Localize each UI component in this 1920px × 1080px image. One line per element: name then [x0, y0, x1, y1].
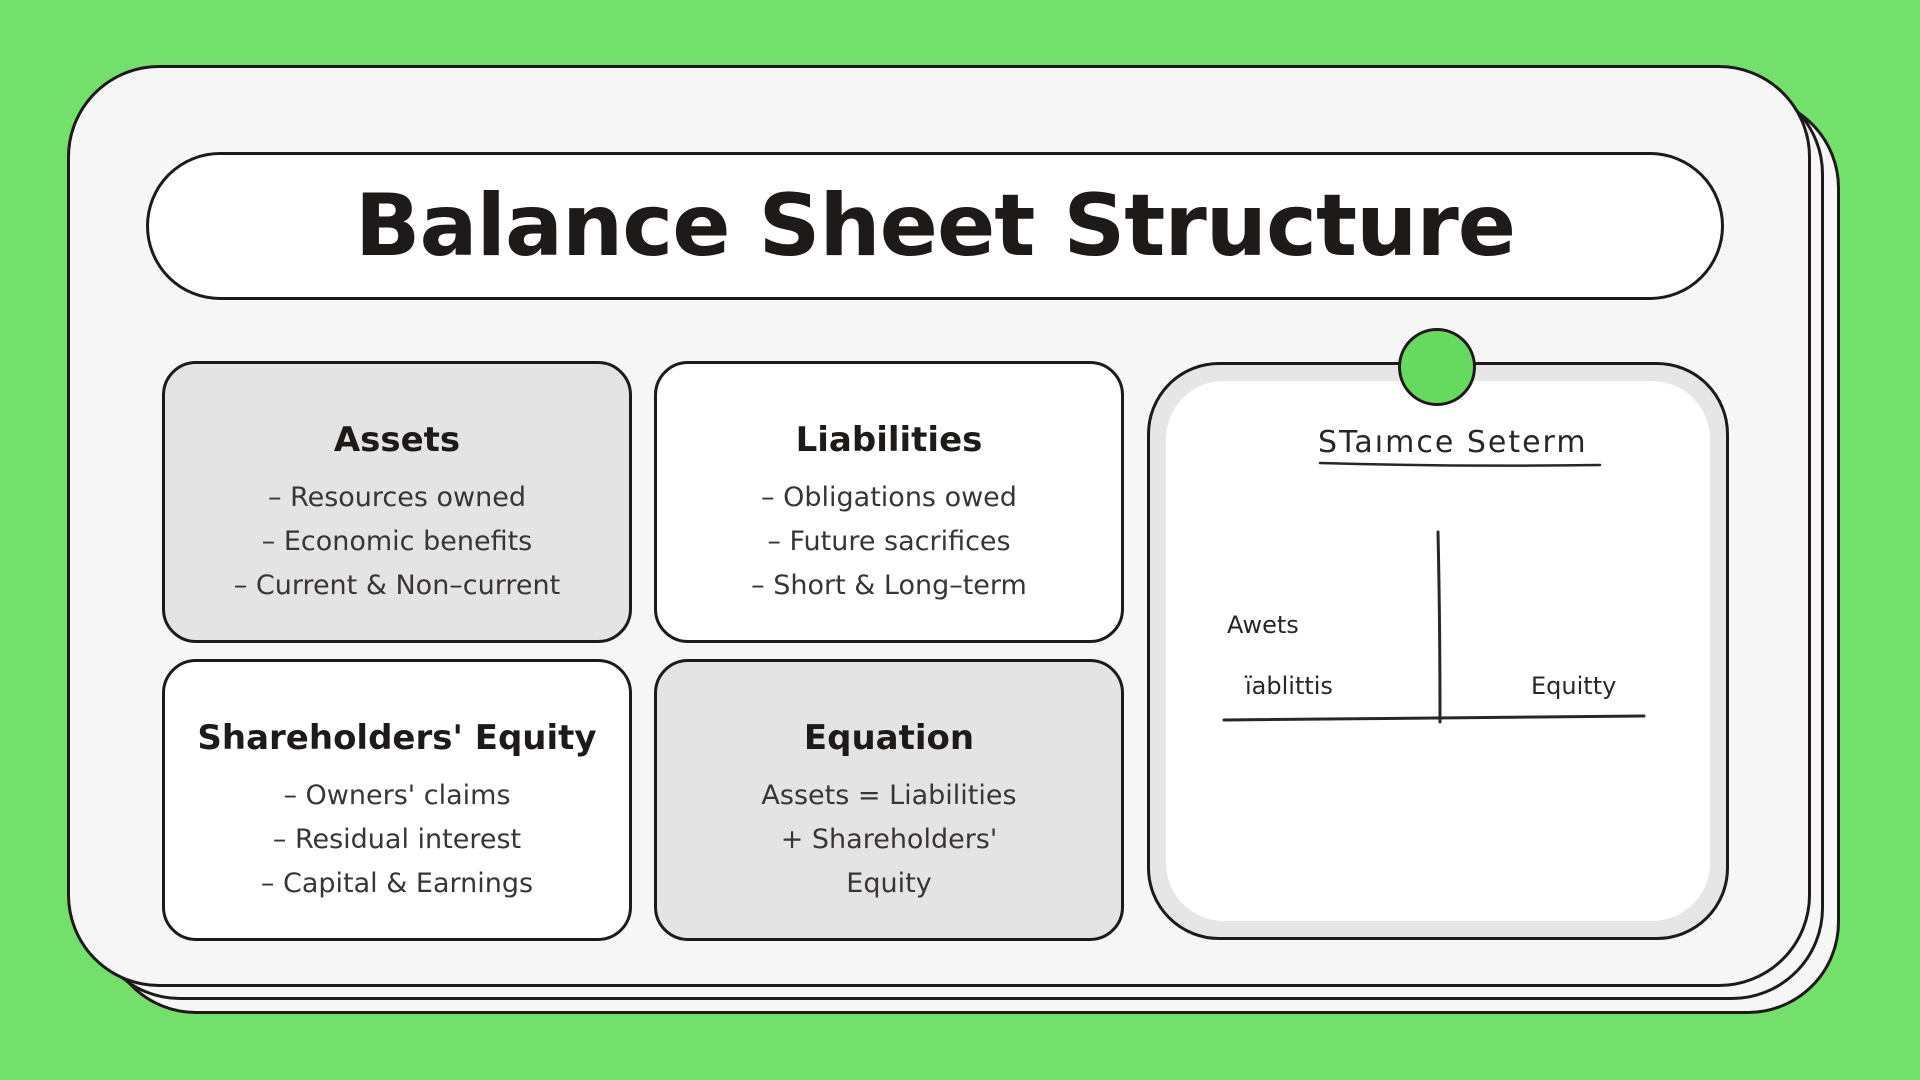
- liabilities-line-1: – Obligations owed: [761, 482, 1017, 513]
- equity-line-2: – Residual interest: [272, 824, 522, 855]
- equity-heading: Shareholders' Equity: [197, 718, 597, 758]
- assets-heading: Assets: [333, 420, 461, 460]
- assets-card: Assets – Resources owned – Economic bene…: [162, 361, 632, 643]
- liabilities-line-3: – Short & Long–term: [751, 570, 1027, 601]
- equity-line-1: – Owners' claims: [283, 780, 511, 811]
- equity-line-3: – Capital & Earnings: [260, 868, 534, 899]
- equation-line-1: Assets = Liabilities: [761, 780, 1017, 811]
- assets-line-3: – Current & Non–current: [233, 570, 561, 601]
- page-title: Balance Sheet Structure: [354, 176, 1516, 276]
- assets-line-2: – Economic benefits: [261, 526, 533, 557]
- liabilities-heading: Liabilities: [795, 420, 983, 460]
- equation-line-2: + Shareholders': [780, 824, 998, 855]
- equation-card: Equation Assets = Liabilities + Sharehol…: [654, 659, 1124, 941]
- equation-line-3: Equity: [846, 868, 932, 899]
- pin-icon: [1398, 328, 1476, 406]
- liabilities-card: Liabilities – Obligations owed – Future …: [654, 361, 1124, 643]
- assets-line-1: – Resources owned: [267, 482, 527, 513]
- sketch-board-surface: [1166, 381, 1710, 921]
- equation-heading: Equation: [803, 718, 975, 758]
- sketch-board: [1147, 362, 1729, 940]
- title-banner: Balance Sheet Structure: [146, 152, 1724, 300]
- equity-card: Shareholders' Equity – Owners' claims – …: [162, 659, 632, 941]
- liabilities-line-2: – Future sacrifices: [767, 526, 1011, 557]
